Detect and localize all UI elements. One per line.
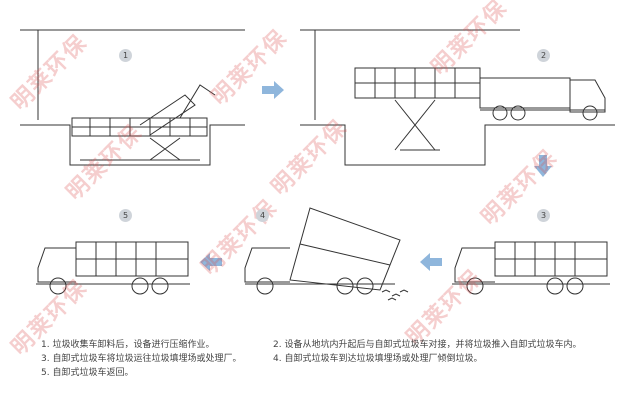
step-number-3: 3	[537, 209, 550, 222]
panel-5-truck-return	[36, 241, 190, 295]
panel-2-lift-and-push	[300, 29, 615, 166]
caption-step-3: 3. 自卸式垃圾车将垃圾运往垃圾填埋场或处理厂。	[41, 354, 242, 364]
arrow-left-icon	[200, 253, 222, 271]
caption-step-5: 5. 自卸式垃圾车返回。	[41, 368, 134, 378]
arrow-right-icon	[262, 81, 284, 99]
panel-4-truck-dumping	[244, 207, 409, 301]
panel-3-truck-transport	[452, 241, 610, 295]
arrow-down-icon	[534, 155, 552, 177]
caption-step-4: 4. 自卸式垃圾车到达垃圾填埋场或处理厂倾倒垃圾。	[273, 354, 483, 364]
step-number-5: 5	[119, 209, 132, 222]
caption-step-1: 1. 垃圾收集车卸料后，设备进行压缩作业。	[41, 340, 215, 350]
caption-step-2: 2. 设备从地坑内升起后与自卸式垃圾车对接，并将垃圾推入自卸式垃圾车内。	[273, 340, 582, 350]
step-number-4: 4	[256, 209, 269, 222]
panel-1-compactor-in-pit	[20, 29, 245, 166]
step-number-2: 2	[537, 49, 550, 62]
step-number-1: 1	[119, 49, 132, 62]
arrow-left-icon	[420, 253, 442, 271]
